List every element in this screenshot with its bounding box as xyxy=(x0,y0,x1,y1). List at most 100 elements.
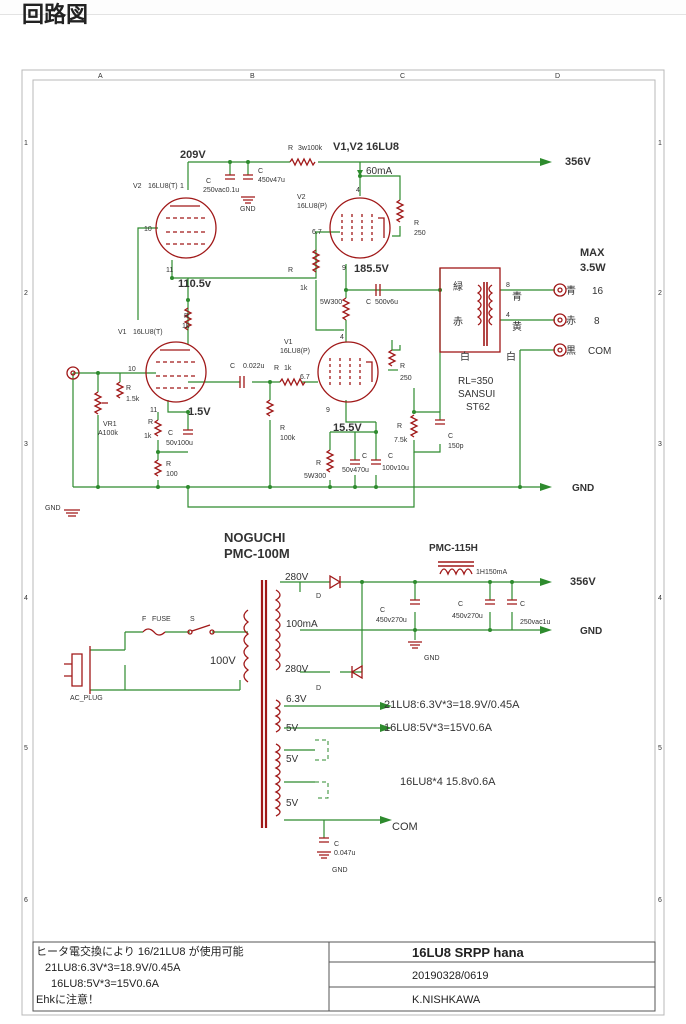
row-mark-2: 2 xyxy=(24,290,28,297)
svg-text:SANSUI: SANSUI xyxy=(458,389,495,400)
svg-text:6.3V: 6.3V xyxy=(286,694,307,705)
svg-text:50v470u: 50v470u xyxy=(342,467,369,474)
svg-text:C: C xyxy=(448,433,453,440)
svg-text:C: C xyxy=(380,607,385,614)
secondary-coil xyxy=(274,589,281,671)
svg-text:GND: GND xyxy=(240,206,256,213)
svg-text:V1: V1 xyxy=(284,339,293,346)
svg-text:1H150mA: 1H150mA xyxy=(476,569,507,576)
svg-text:0.022u: 0.022u xyxy=(243,363,265,370)
cap-0.022u xyxy=(239,376,245,388)
svg-text:GND: GND xyxy=(45,505,61,512)
amp-labels: V1,V2 16LU8 356V 209V R 3w100k C 250vac0… xyxy=(45,141,611,512)
terminal-16 xyxy=(553,283,567,297)
gnd-symbol-b xyxy=(317,851,331,859)
drawing-date: 20190328/0619 xyxy=(412,970,489,982)
terminal-com xyxy=(553,343,567,357)
svg-text:R: R xyxy=(397,423,402,430)
svg-text:C: C xyxy=(230,363,235,370)
svg-text:R: R xyxy=(414,220,419,227)
note-line-1: ヒータ電交換により 16/21LU8 が使用可能 xyxy=(36,946,244,958)
svg-text:青: 青 xyxy=(512,290,522,303)
svg-text:100k: 100k xyxy=(280,435,296,442)
tube-v1-pentode xyxy=(317,341,379,403)
choke-coil xyxy=(439,568,473,576)
svg-text:356V: 356V xyxy=(570,576,596,588)
note-line-4: Ehkに注意！ xyxy=(36,994,99,1006)
row-mark-2r: 2 xyxy=(658,290,662,297)
diode-2 xyxy=(350,664,363,680)
output-transformer xyxy=(439,267,501,353)
v110-label: 110.5v xyxy=(178,278,212,290)
row-mark-3: 3 xyxy=(24,441,28,448)
svg-text:GND: GND xyxy=(424,655,440,662)
svg-text:C: C xyxy=(334,841,339,848)
caps-cathode xyxy=(350,459,381,465)
svg-text:4: 4 xyxy=(340,334,344,341)
svg-text:1: 1 xyxy=(180,183,184,190)
pmc100m-label: PMC-100M xyxy=(224,546,290,561)
svg-text:11: 11 xyxy=(150,407,157,414)
v209-label: 209V xyxy=(180,149,206,161)
drawing-title: 16LU8 SRPP hana xyxy=(412,945,524,960)
svg-text:A100k: A100k xyxy=(98,430,118,437)
svg-text:16: 16 xyxy=(592,286,604,297)
cap-500v6u xyxy=(375,284,381,296)
svg-text:ST62: ST62 xyxy=(466,402,490,413)
svg-text:白: 白 xyxy=(506,350,516,363)
svg-text:R: R xyxy=(166,461,171,468)
r-5w300 xyxy=(325,449,335,473)
row-mark-6: 6 xyxy=(24,897,28,904)
svg-text:100mA: 100mA xyxy=(286,619,318,630)
r-100 xyxy=(153,459,163,477)
row-mark-6r: 6 xyxy=(658,897,662,904)
svg-text:VR1: VR1 xyxy=(103,421,117,428)
svg-text:5V: 5V xyxy=(286,723,299,734)
svg-text:赤: 赤 xyxy=(453,316,463,328)
svg-text:PMC-115H: PMC-115H xyxy=(429,543,478,554)
svg-text:C: C xyxy=(258,168,263,175)
svg-text:5W300: 5W300 xyxy=(320,299,342,306)
r-1k-b xyxy=(279,377,306,387)
svg-text:4: 4 xyxy=(356,187,360,194)
svg-text:C: C xyxy=(520,601,525,608)
heater-note-3: 16LU8*4 15.8v0.6A xyxy=(400,776,496,788)
vr1 xyxy=(93,391,103,415)
r-1.5k xyxy=(115,381,125,399)
svg-text:280V: 280V xyxy=(285,664,309,675)
heater-note-2: 16LU8:5V*3=15V0.6A xyxy=(384,722,493,734)
tube-v1-triode xyxy=(145,341,207,403)
svg-text:COM: COM xyxy=(588,346,611,357)
max-label: MAX xyxy=(580,247,605,259)
drawing-author: K.NISHKAWA xyxy=(412,994,481,1006)
r-5w300a xyxy=(341,297,351,321)
svg-text:5W300: 5W300 xyxy=(304,473,326,480)
svg-text:16LU8(P): 16LU8(P) xyxy=(280,348,310,355)
svg-text:V2: V2 xyxy=(133,183,142,190)
svg-text:16LU8(P): 16LU8(P) xyxy=(297,203,327,210)
svg-text:R: R xyxy=(400,363,405,370)
v155-label: 15.5V xyxy=(333,422,362,434)
svg-text:100: 100 xyxy=(166,471,178,478)
svg-text:R: R xyxy=(288,267,293,274)
svg-text:250vac1u: 250vac1u xyxy=(520,619,550,626)
svg-text:4: 4 xyxy=(506,312,510,319)
svg-text:黄: 黄 xyxy=(512,320,522,333)
svg-text:6.7: 6.7 xyxy=(312,229,322,236)
r-250a xyxy=(395,199,405,223)
heater-dashed-links xyxy=(284,705,380,799)
svg-text:R: R xyxy=(126,385,131,392)
svg-text:150p: 150p xyxy=(448,443,464,450)
svg-text:500v6u: 500v6u xyxy=(375,299,398,306)
row-mark-5: 5 xyxy=(24,745,28,752)
svg-text:8: 8 xyxy=(506,282,510,289)
row-mark-3r: 3 xyxy=(658,441,662,448)
svg-text:AC_PLUG: AC_PLUG xyxy=(70,695,103,702)
title-block: 16LU8 SRPP hana 20190328/0619 K.NISHKAWA xyxy=(334,942,656,1011)
svg-text:6.7: 6.7 xyxy=(300,374,310,381)
note-line-3: 16LU8:5V*3=15V0.6A xyxy=(51,978,159,990)
svg-text:赤: 赤 xyxy=(566,315,576,327)
svg-text:5V: 5V xyxy=(286,754,299,765)
gnd-symbol-psu xyxy=(408,641,422,649)
r-250b xyxy=(387,349,397,367)
